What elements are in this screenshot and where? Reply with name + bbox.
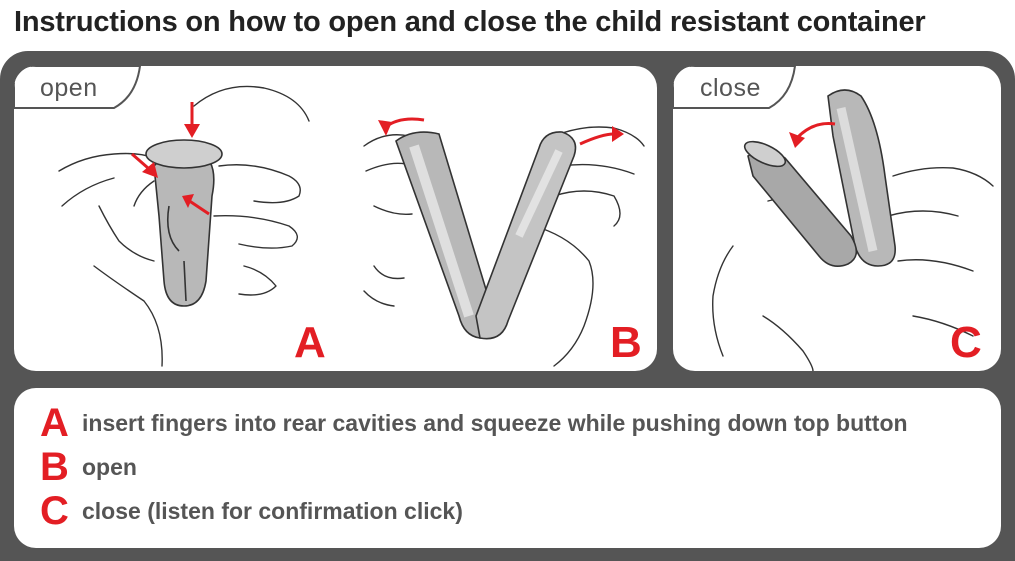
close-tab-shape bbox=[673, 66, 797, 109]
illustration-step-a bbox=[58, 85, 645, 367]
illustration-step-c bbox=[712, 89, 994, 371]
close-tab-label: close bbox=[700, 74, 761, 102]
step-label-c: C bbox=[950, 318, 982, 367]
legend-text-b: open bbox=[82, 453, 137, 480]
page-title: Instructions on how to open and close th… bbox=[14, 6, 926, 38]
legend-item-c: C close (listen for confirmation click) bbox=[40, 491, 463, 531]
open-tab-label: open bbox=[40, 74, 98, 102]
legend-key-a: A bbox=[40, 401, 69, 445]
legend-text-a: insert fingers into rear cavities and sq… bbox=[82, 409, 908, 436]
legend-item-b: B open bbox=[40, 447, 137, 487]
legend-item-a: A insert fingers into rear cavities and … bbox=[40, 403, 908, 443]
legend-text-c: close (listen for confirmation click) bbox=[82, 497, 463, 524]
legend-key-b: B bbox=[40, 445, 69, 489]
step-label-b: B bbox=[610, 318, 642, 367]
close-panel: close C bbox=[673, 66, 1001, 371]
legend-panel: A insert fingers into rear cavities and … bbox=[14, 388, 1001, 548]
open-panel: open bbox=[14, 66, 657, 371]
open-tab-shape bbox=[14, 66, 142, 109]
legend-key-c: C bbox=[40, 489, 69, 533]
step-label-a: A bbox=[294, 318, 326, 367]
